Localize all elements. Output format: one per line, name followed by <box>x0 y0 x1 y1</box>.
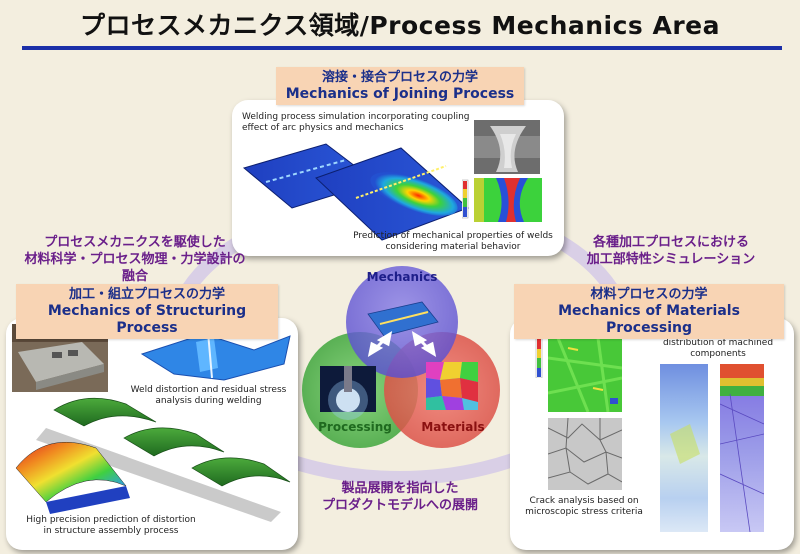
weld-distortion-model <box>140 331 291 381</box>
venn-label-processing: Processing <box>318 420 392 434</box>
arc-text-right: 各種加工プロセスにおける 加工部特性シミュレーション <box>586 235 756 267</box>
assembly-caption: High precision prediction of distortion … <box>26 515 196 536</box>
grain-structure-image <box>426 362 478 410</box>
arc-text-left: プロセスメカニクスを駆使した 材料科学・プロセス物理・力学設計の融合 <box>24 235 246 284</box>
joining-label-en: Mechanics of Joining Process <box>285 86 515 102</box>
crack-caption: Crack analysis based on microscopic stre… <box>525 496 643 517</box>
page-title: プロセスメカニクス領域/Process Mechanics Area <box>79 11 721 40</box>
stress-map <box>548 338 622 412</box>
venn-label-materials: Materials <box>421 420 485 434</box>
crack-micrograph <box>548 418 622 490</box>
joining-caption-top: Welding process simulation incorporating… <box>242 112 470 133</box>
venn-diagram <box>302 266 500 448</box>
joining-label: 溶接・接合プロセスの力学 Mechanics of Joining Proces… <box>276 67 524 105</box>
assembly-distortion-models <box>15 397 291 522</box>
structuring-label: 加工・組立プロセスの力学 Mechanics of Structuring Pr… <box>16 284 278 339</box>
materials-label-jp: 材料プロセスの力学 <box>590 287 708 302</box>
weld-distortion-caption: Weld distortion and residual stress anal… <box>130 385 287 406</box>
joining-panel: Welding process simulation incorporating… <box>232 100 564 256</box>
structuring-panel: Weld distortion and residual stress anal… <box>6 318 298 550</box>
materials-label: 材料プロセスの力学 Mechanics of Materials Process… <box>514 284 784 339</box>
structuring-label-en: Mechanics of Structuring Process <box>47 303 247 336</box>
materials-label-en: Mechanics of Materials Processing <box>558 303 740 336</box>
materials-colorbar <box>535 338 543 378</box>
machined-component-stress <box>720 364 764 532</box>
arc-text-bottom: 製品展開を指向した プロダクトモデルへの展開 <box>321 481 478 513</box>
title-underline <box>22 46 782 50</box>
joining-caption-bottom: Prediction of mechanical properties of w… <box>353 231 553 252</box>
weld-property-map <box>462 178 542 222</box>
venn-label-mechanics: Mechanics <box>366 270 438 284</box>
structuring-label-jp: 加工・組立プロセスの力学 <box>68 287 225 302</box>
weld-cross-section-photo <box>474 120 540 174</box>
weld-plate-simulation <box>242 143 469 241</box>
joining-label-jp: 溶接・接合プロセスの力学 <box>321 70 478 85</box>
materials-panel: Crack analysis based on microscopic stre… <box>510 318 794 550</box>
machined-component-strain <box>660 364 708 532</box>
